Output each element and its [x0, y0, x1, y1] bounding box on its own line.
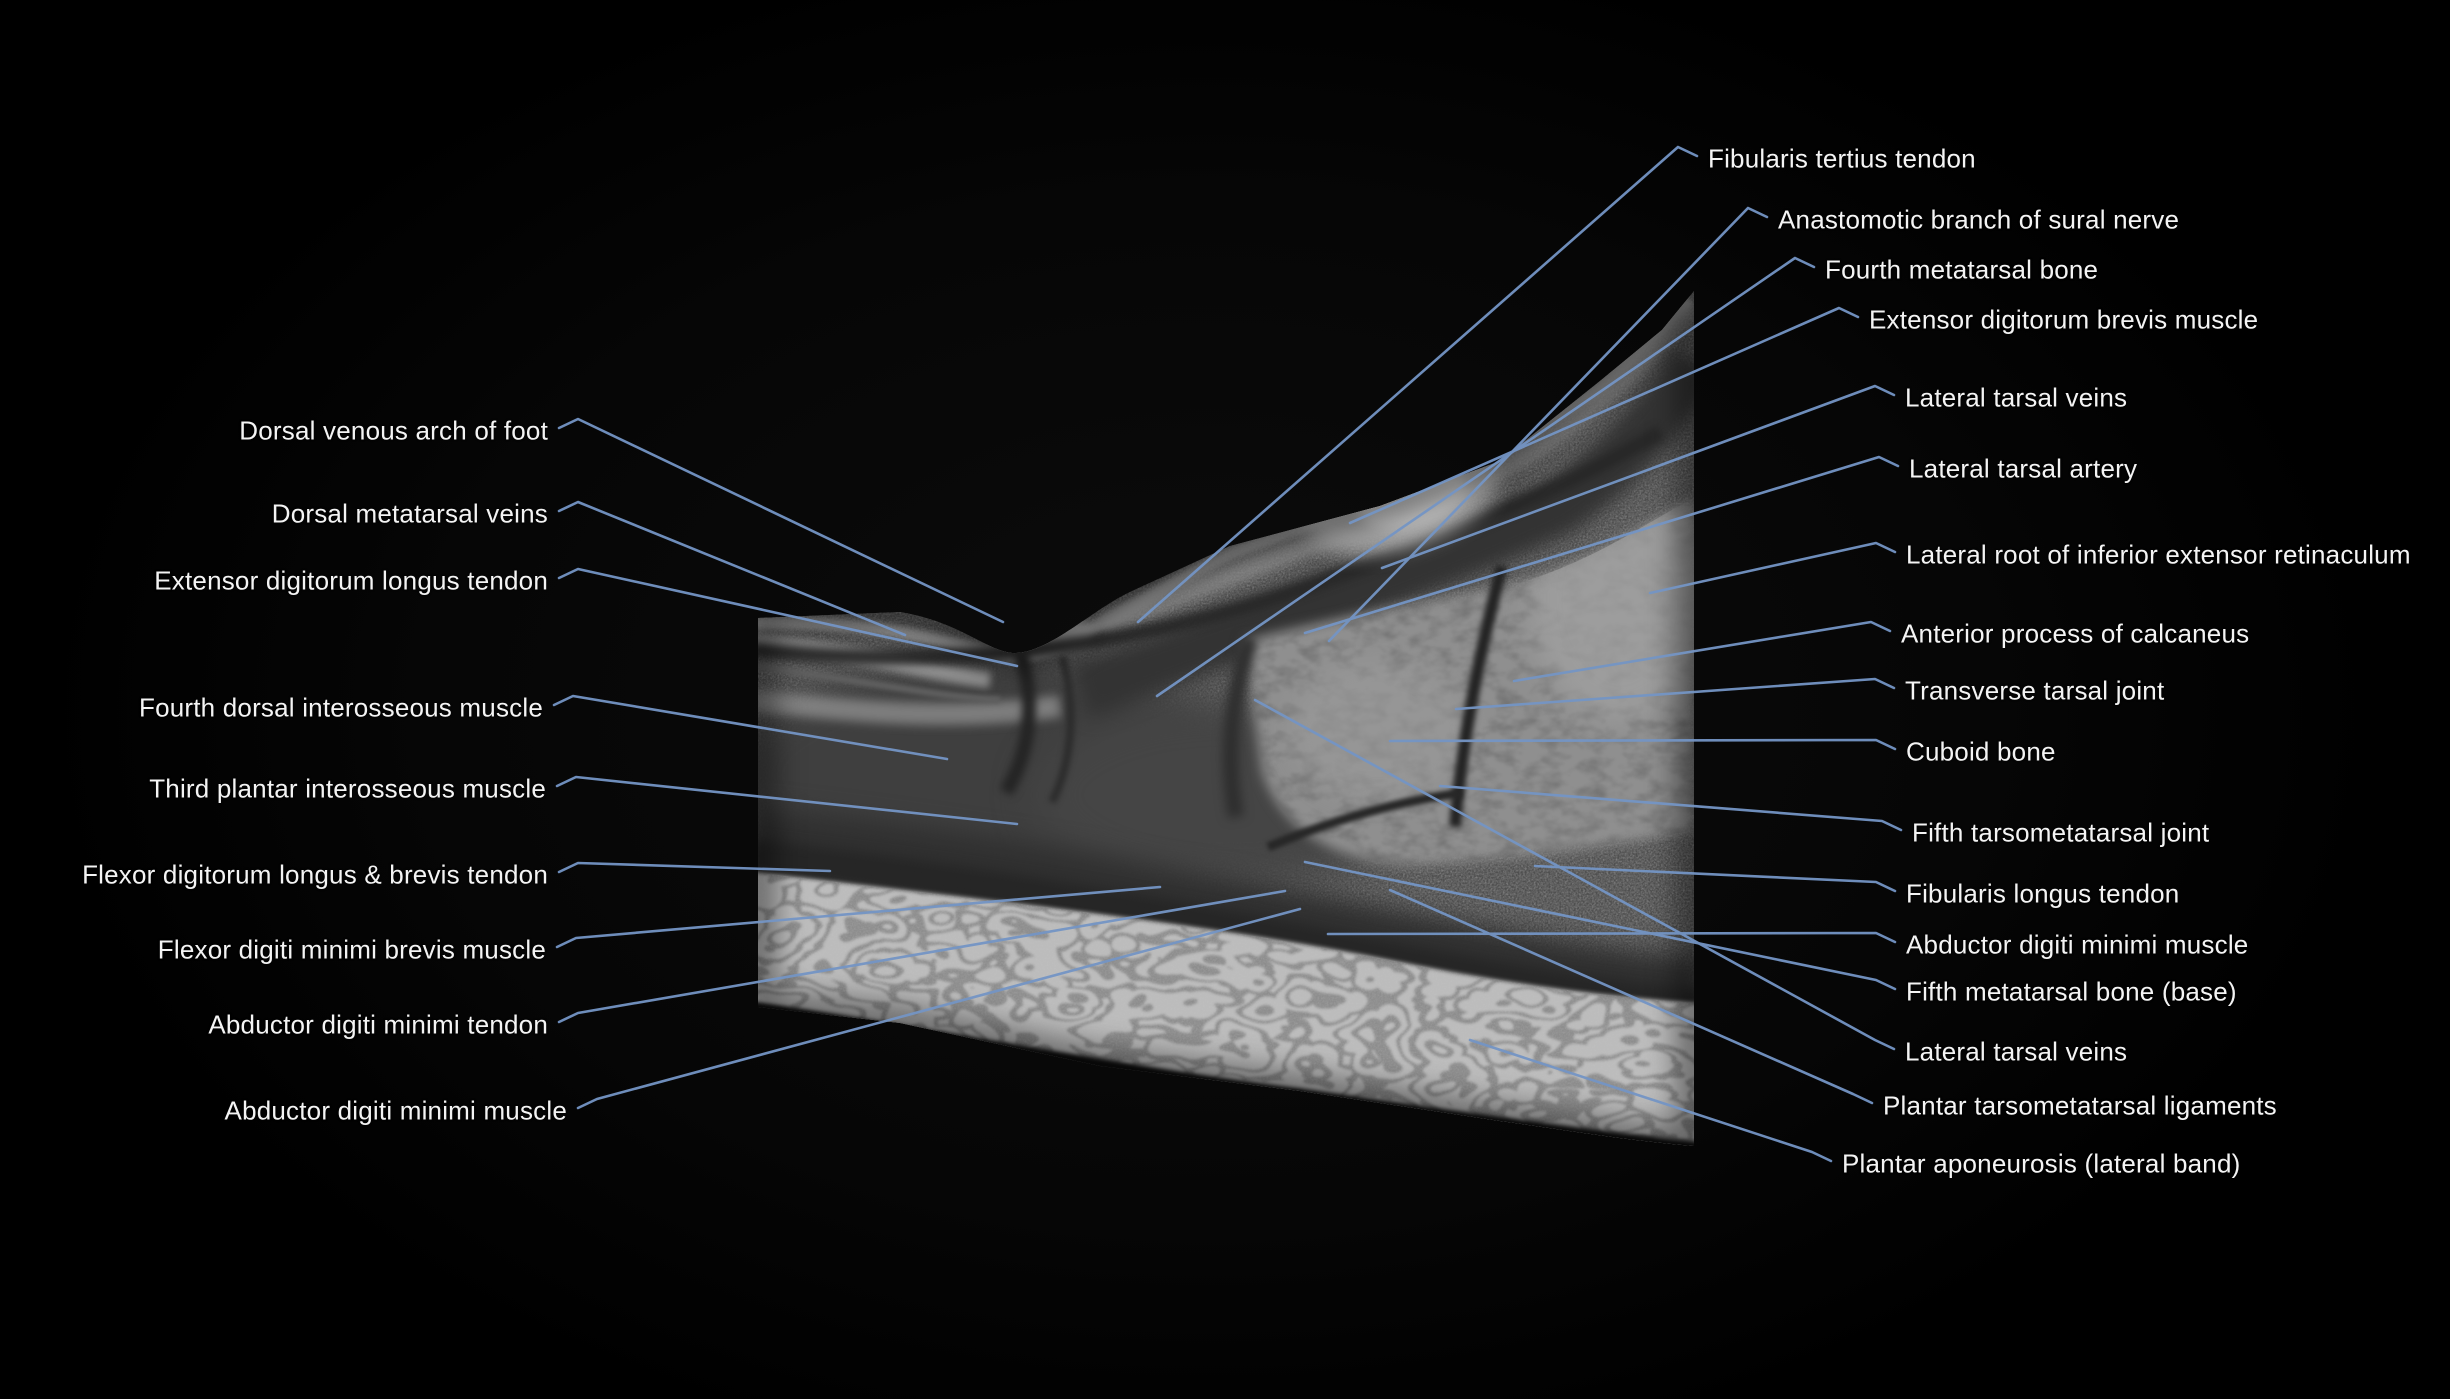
leader-line [1253, 698, 1896, 1051]
leader-line [576, 907, 1302, 1110]
leader-line [1327, 206, 1769, 643]
leader-line [1388, 738, 1897, 751]
leader-line [1533, 864, 1897, 893]
leader-line [557, 500, 907, 637]
leader-line [1380, 384, 1896, 570]
leader-line [1303, 860, 1897, 991]
leader-line [555, 885, 1162, 949]
leader-line [557, 417, 1005, 624]
leader-line [552, 694, 949, 761]
leader-line [1136, 145, 1699, 624]
leader-line [1512, 620, 1892, 683]
leader-line [557, 567, 1019, 668]
leader-line [557, 861, 832, 874]
leader-line [557, 889, 1287, 1024]
leader-line [1648, 541, 1897, 595]
leader-line [1155, 256, 1816, 698]
mri-scan-image [758, 291, 1694, 1146]
leader-line [1348, 306, 1860, 525]
leader-line [1454, 677, 1896, 711]
leader-line [1468, 1038, 1833, 1163]
leader-lines-layer [552, 145, 1903, 1163]
leader-line [555, 775, 1019, 826]
leader-line [1326, 931, 1897, 944]
leader-line [1388, 888, 1874, 1105]
leader-line [1438, 784, 1903, 832]
leader-line [1303, 455, 1900, 635]
